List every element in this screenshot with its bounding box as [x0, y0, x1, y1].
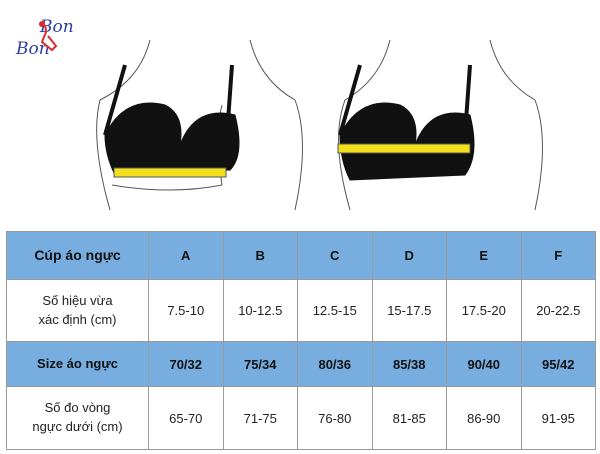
cell: 15-17.5 [371, 279, 447, 342]
cell: 17.5-20 [446, 279, 522, 342]
row-label: Số đo vòng ngực dưới (cm) [6, 386, 149, 450]
cell: 95/42 [520, 341, 596, 387]
bonbon-logo: Bon Bon [15, 17, 74, 59]
underbust-figure [96, 39, 303, 211]
cell: 76-80 [297, 386, 373, 450]
label-line: Số đo vòng [44, 400, 111, 416]
cell: D [371, 231, 447, 280]
cell: E [446, 231, 522, 280]
row-label: Số hiệu vừa xác định (cm) [6, 279, 149, 342]
cell: 65-70 [148, 386, 224, 450]
label-line: xác định (cm) [38, 311, 117, 327]
table-row-size: Size áo ngực 70/32 75/34 80/36 85/38 90/… [6, 341, 596, 387]
cell: 86-90 [446, 386, 522, 450]
cell: F [520, 231, 596, 280]
table-row-cup: Cúp áo ngực A B C D E F [6, 231, 596, 280]
cell: 20-22.5 [520, 279, 596, 342]
cell: 90/40 [446, 341, 522, 387]
tape-bust [337, 143, 471, 154]
cell: A [148, 231, 224, 280]
cell: 7.5-10 [148, 279, 224, 342]
row-label: Cúp áo ngực [6, 231, 149, 280]
label-line: ngực dưới (cm) [32, 419, 123, 434]
cell: 81-85 [371, 386, 447, 450]
table-row-underbust: Số đo vòng ngực dưới (cm) 65-70 71-75 76-… [6, 386, 596, 450]
measurement-illustrations [96, 39, 543, 211]
cell: 70/32 [148, 341, 224, 387]
tape-underbust [113, 167, 227, 178]
cell: B [222, 231, 298, 280]
row-label: Size áo ngực [6, 341, 149, 387]
svg-text:Bon: Bon [15, 39, 50, 59]
cell: 85/38 [371, 341, 447, 387]
cell: 71-75 [222, 386, 298, 450]
bust-figure [337, 39, 543, 211]
cell: 10-12.5 [222, 279, 298, 342]
cell: 12.5-15 [297, 279, 373, 342]
cell: 91-95 [520, 386, 596, 450]
size-table: Cúp áo ngực A B C D E F Số hiệu vừa xác đ… [6, 231, 596, 450]
svg-text:Bon: Bon [39, 17, 74, 37]
cell: C [297, 231, 373, 280]
label-line: Số hiệu vừa [42, 292, 113, 308]
cell: 80/36 [297, 341, 373, 387]
cell: 75/34 [222, 341, 298, 387]
